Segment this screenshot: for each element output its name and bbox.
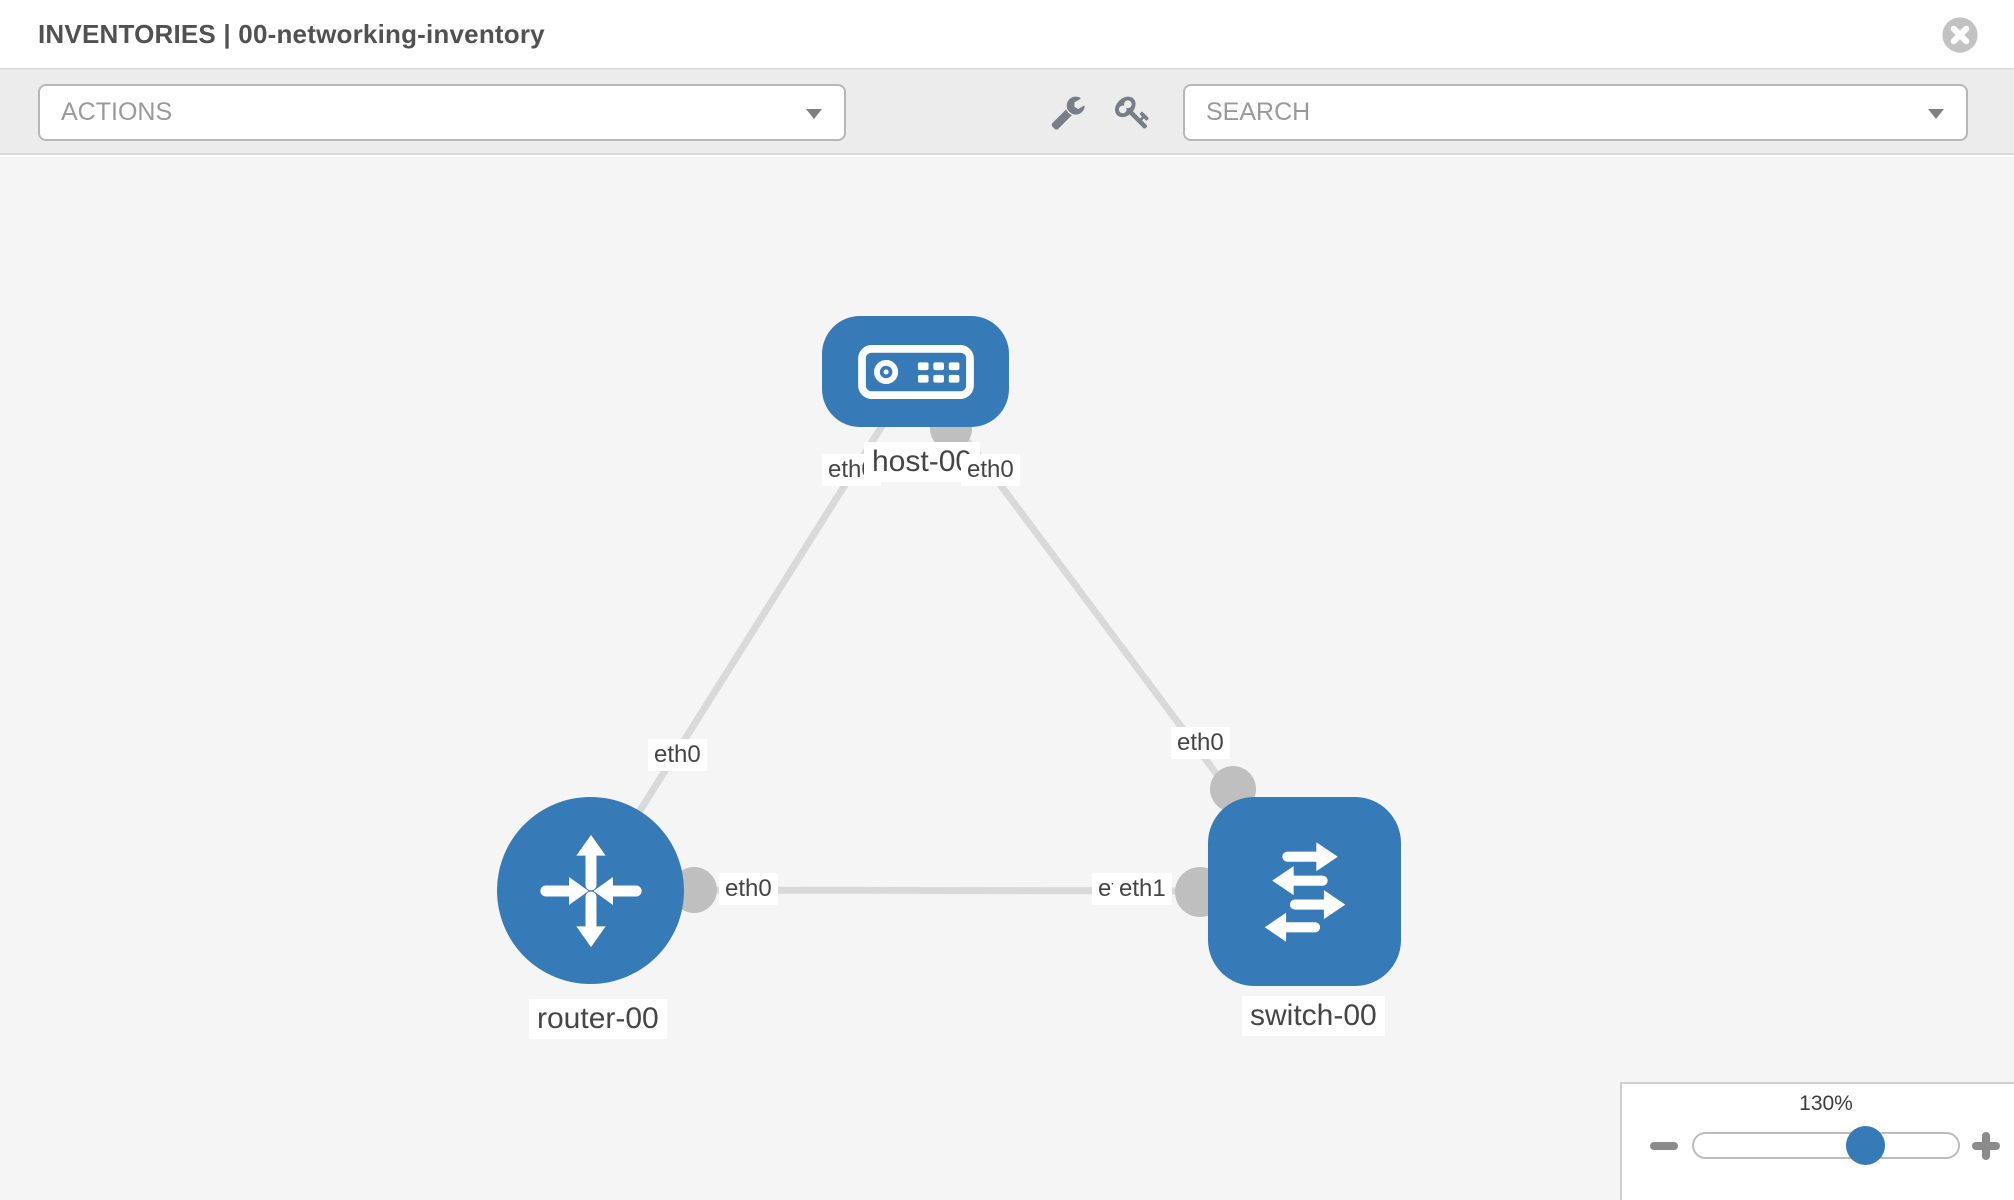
close-button[interactable] (1941, 16, 1979, 54)
interface-label: eth0 (961, 454, 1020, 486)
interface-label: eth0 (1171, 727, 1230, 759)
zoom-panel: 130% (1620, 1082, 2014, 1200)
search-dropdown[interactable]: SEARCH (1183, 84, 1968, 141)
node-host-00[interactable] (822, 316, 1009, 427)
zoom-slider-track[interactable] (1692, 1132, 1960, 1159)
node-router-00[interactable] (497, 797, 684, 984)
header: INVENTORIES | 00-networking-inventory (0, 0, 2014, 70)
minus-icon (1650, 1142, 1678, 1150)
key-icon (1115, 96, 1149, 129)
page-title: INVENTORIES | 00-networking-inventory (38, 19, 545, 49)
chevron-down-icon (1928, 108, 1944, 119)
interface-label: eth1 (1113, 873, 1172, 905)
zoom-level-label: 130% (1799, 1092, 1853, 1115)
zoom-slider-handle[interactable] (1846, 1126, 1885, 1165)
links-layer (587, 369, 1307, 917)
close-icon (1942, 17, 1978, 53)
switch-icon (1264, 841, 1345, 942)
actions-dropdown[interactable]: ACTIONS (38, 84, 846, 141)
topology-canvas[interactable]: eth0 host-00 eth0 eth0 eth0 eth0 eth0 et… (0, 157, 2014, 1200)
zoom-out-button[interactable] (1645, 1127, 1683, 1165)
wrench-button[interactable] (1049, 94, 1087, 132)
plus-icon (1982, 1132, 1990, 1160)
chevron-down-icon (806, 108, 822, 119)
search-dropdown-label: SEARCH (1206, 98, 1311, 126)
node-label-router: router-00 (529, 999, 667, 1039)
interface-label: eth0 (648, 739, 707, 771)
actions-dropdown-label: ACTIONS (61, 98, 173, 126)
key-button[interactable] (1114, 94, 1152, 132)
node-switch-00[interactable] (1208, 797, 1401, 986)
wrench-icon (1051, 96, 1085, 130)
interface-label: eth0 (719, 873, 778, 905)
zoom-in-button[interactable] (1967, 1127, 2005, 1165)
router-icon (539, 834, 642, 947)
toolbar: ACTIONS SEARCH (0, 70, 2014, 155)
node-label-host: host-00 (864, 442, 981, 482)
node-label-switch: switch-00 (1242, 996, 1385, 1036)
host-icon (857, 344, 974, 399)
